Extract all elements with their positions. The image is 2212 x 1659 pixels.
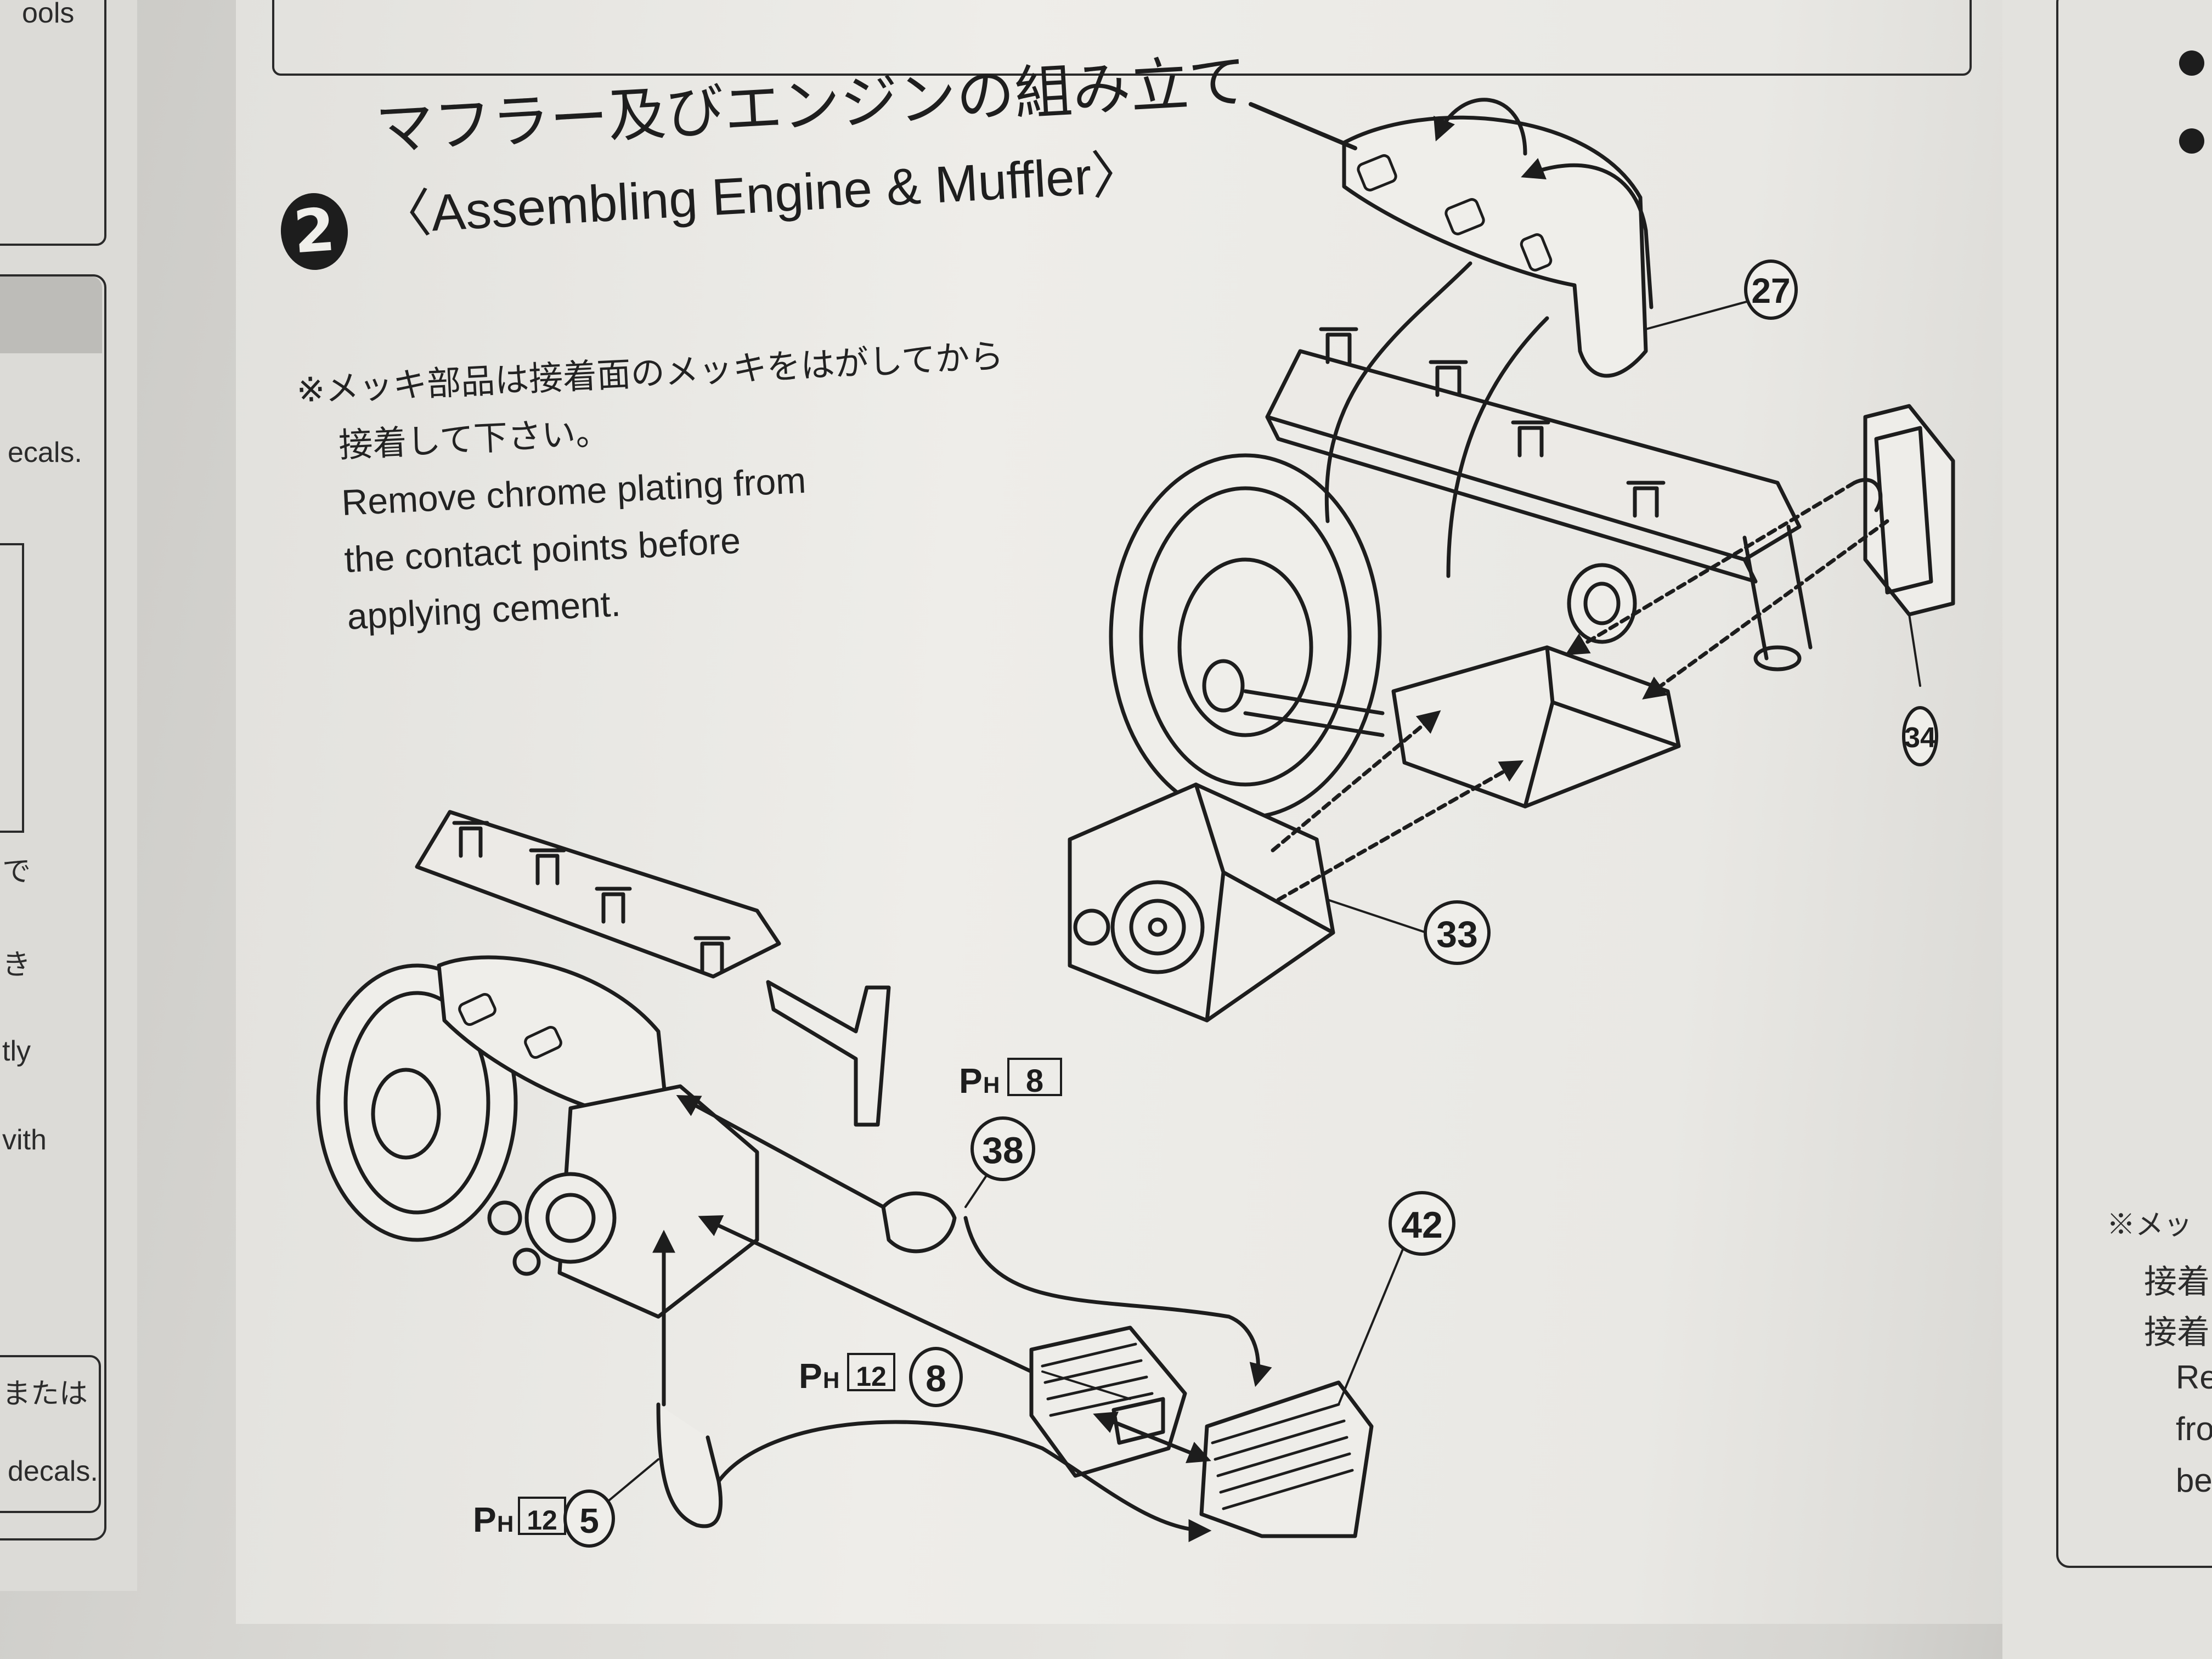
right-fragment-5: from [2176,1410,2212,1447]
left-fragment-8: decals. [8,1455,98,1487]
right-page [2002,0,2212,1659]
left-page-box-header [0,276,102,353]
part-33-label: 33 [1424,900,1491,965]
part-34-label: 34 [1902,706,1938,766]
svg-text:8: 8 [1026,1063,1043,1099]
right-page-box [2056,0,2212,1568]
right-fragment-1: ※メッ [2107,1209,2193,1241]
left-fragment-7: または [2,1378,88,1410]
left-fragment-4: き [2,949,31,981]
svg-text:27: 27 [1751,271,1790,311]
svg-text:12: 12 [856,1361,887,1392]
right-fragment-2: 接着 [2144,1263,2210,1300]
left-page-box-top [0,0,106,246]
svg-text:33: 33 [1436,913,1478,955]
svg-text:12: 12 [527,1505,557,1536]
left-fragment-5: tly [2,1035,31,1067]
svg-text:P: P [959,1061,983,1101]
part-5-label: 5 [563,1489,615,1548]
svg-text:42: 42 [1401,1204,1443,1246]
svg-text:5: 5 [579,1501,599,1541]
right-bullet-2 [2179,128,2204,154]
left-page-tip-box [0,1355,101,1513]
right-fragment-6: befo [2176,1462,2212,1499]
svg-text:H: H [823,1367,839,1393]
upper-engine-assembly [1068,98,1955,1023]
svg-text:H: H [983,1072,1000,1098]
svg-text:P: P [473,1500,496,1539]
left-fragment-1: ools [22,0,75,29]
svg-text:H: H [497,1511,514,1537]
part-38-label: 38 [970,1116,1035,1181]
right-fragment-3: 接着 [2144,1314,2210,1351]
right-bullet-1 [2179,50,2204,76]
paint-code-ph12-part5: P H 12 [473,1497,566,1539]
part-42-label: 42 [1389,1191,1455,1256]
left-page-inner-box [0,543,24,833]
paint-code-ph8: P H 8 [959,1058,1062,1101]
svg-text:8: 8 [926,1358,946,1400]
part-27-label: 27 [1744,259,1798,320]
paint-code-ph12-part8: P H 12 [799,1353,895,1396]
left-page-box-main [0,274,106,1541]
svg-text:P: P [799,1356,822,1396]
lower-engine-assembly [316,810,1374,1542]
left-fragment-6: vith [2,1124,47,1156]
svg-text:38: 38 [982,1130,1024,1171]
part-8-label: 8 [909,1347,963,1407]
svg-text:34: 34 [1904,722,1936,754]
right-fragment-4: Ren [2176,1359,2212,1396]
left-fragment-2: ecals. [8,437,82,469]
left-fragment-3: で [2,856,31,888]
previous-step-box [272,0,1972,76]
